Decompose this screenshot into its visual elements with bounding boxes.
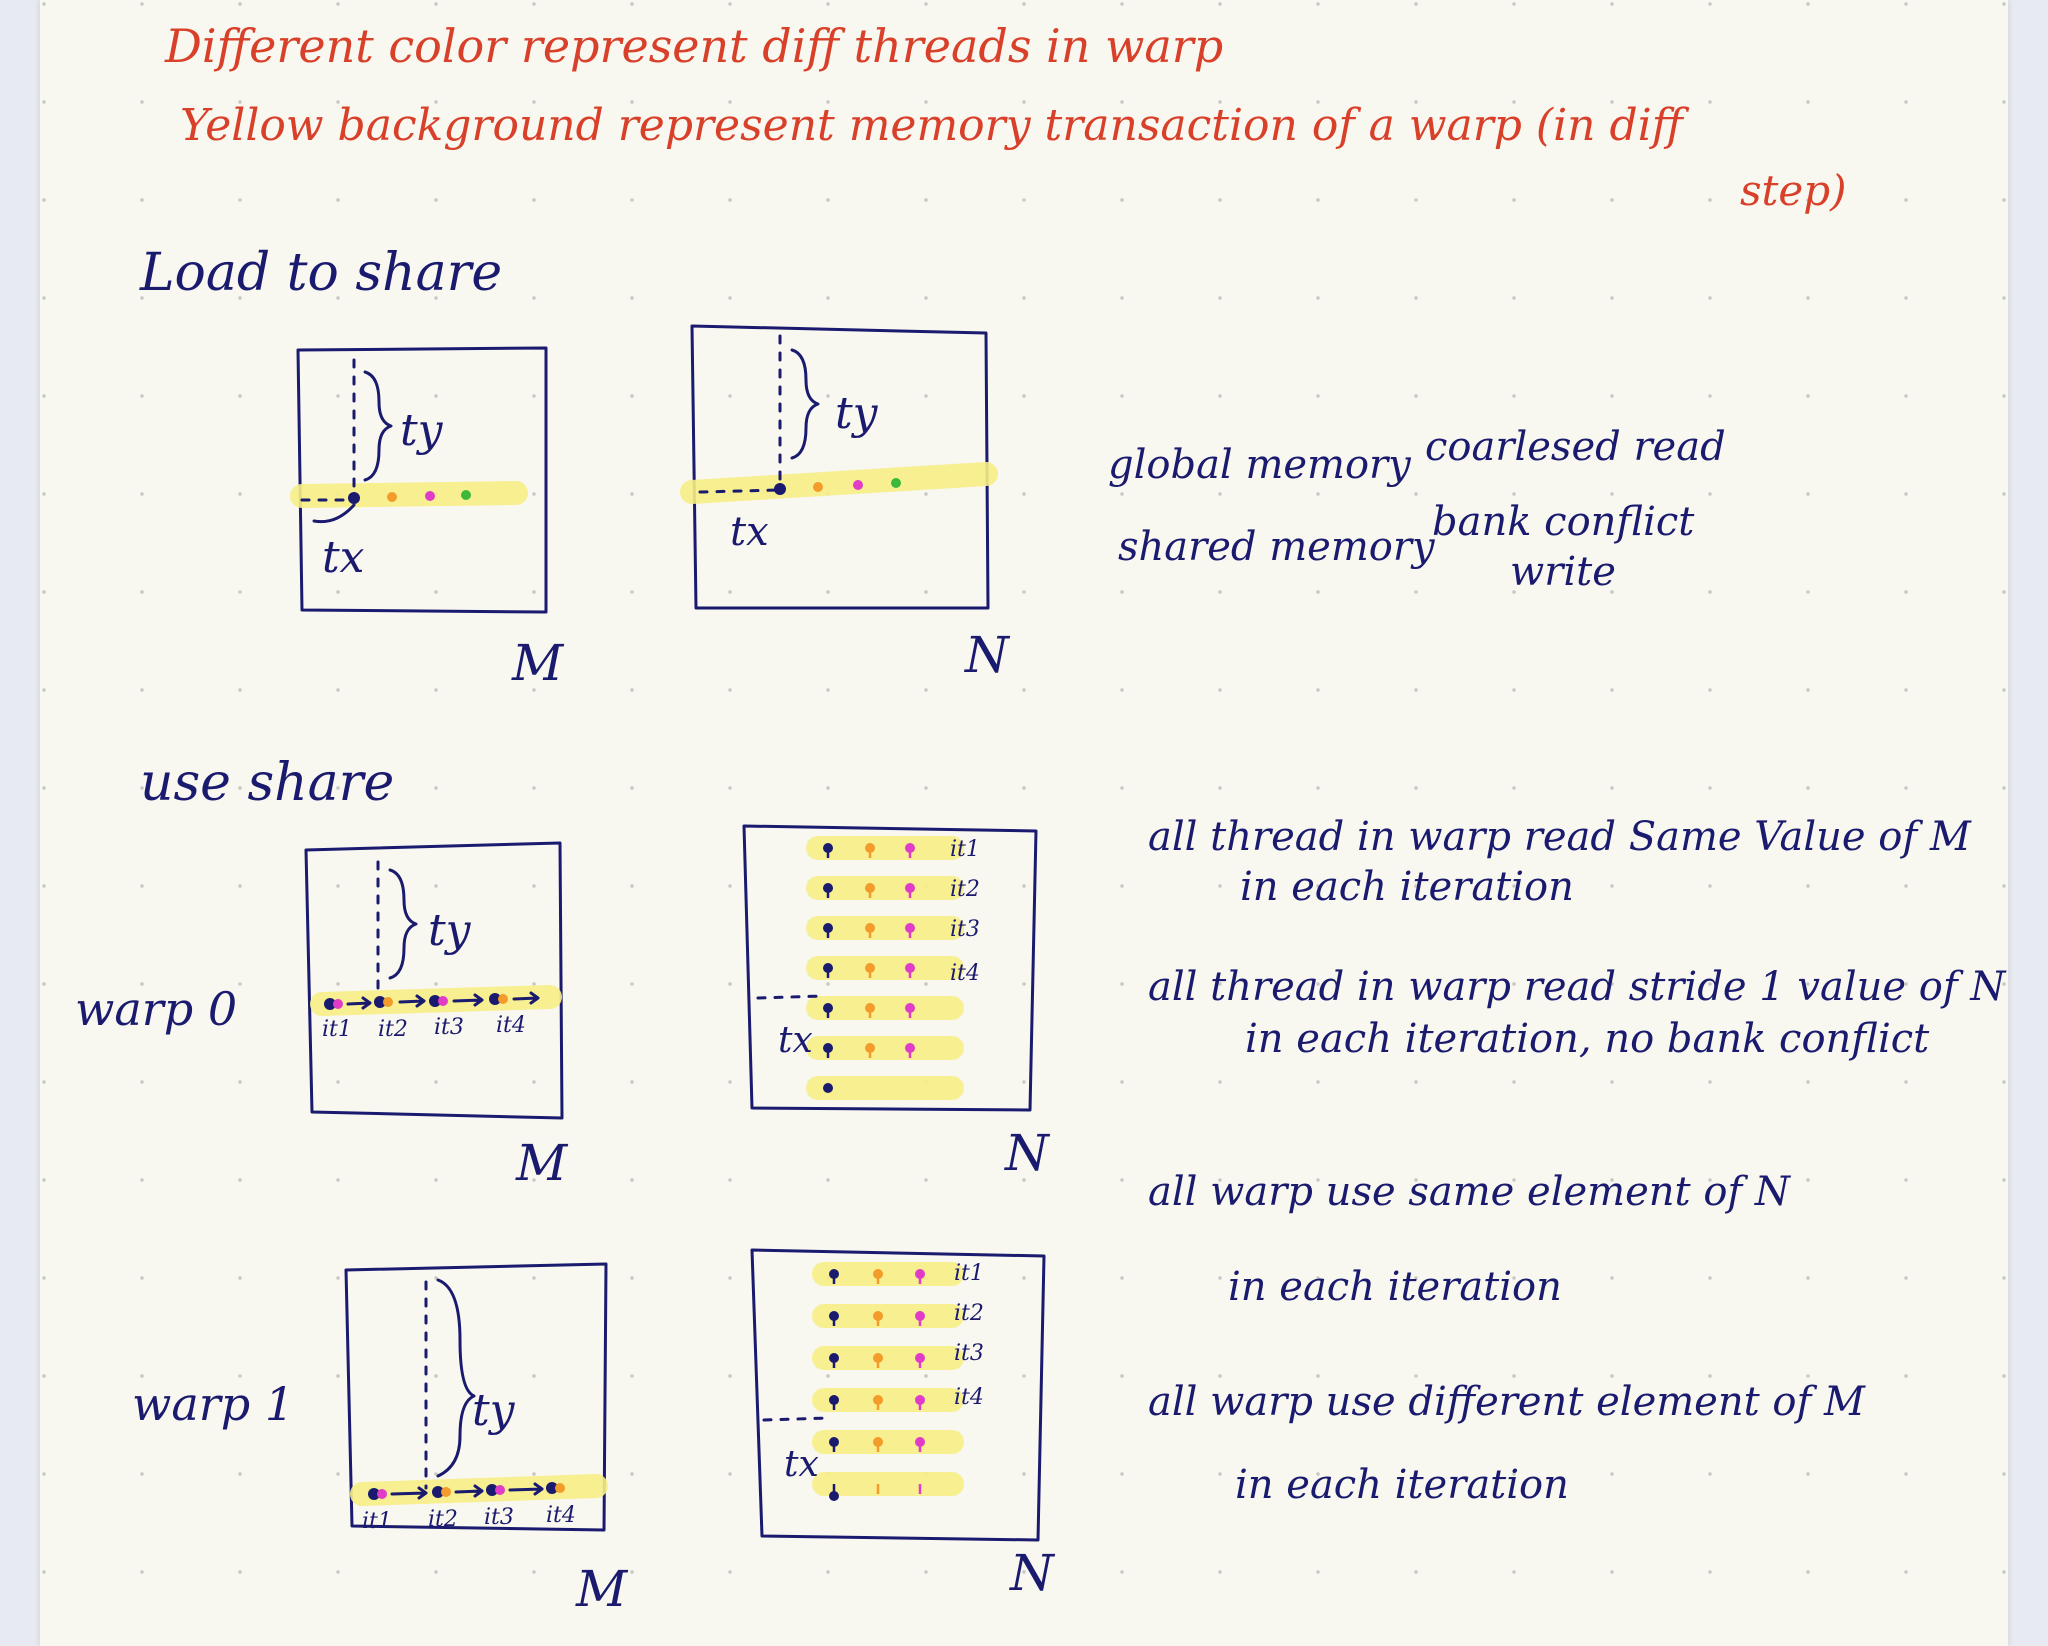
warp0-n-it4: it4 [950,961,980,986]
warp0-m-it2: it2 [378,1017,408,1042]
warp1-n-it4: it4 [954,1385,984,1410]
warp0-n-highlights [806,836,964,1100]
load-m-matrix: ty tx [290,346,548,614]
warp1-m-it2: it2 [428,1507,458,1532]
warp0-n-tx-label: tx [778,1020,813,1061]
warp0-m-it4: it4 [496,1013,526,1038]
note-4-line-1: all warp use different element of M [1148,1379,1866,1425]
legend-line-1: Different color represent diff threads i… [164,19,1223,73]
note-3-line-1: all warp use same element of N [1148,1169,1792,1215]
load-section-title: Load to share [139,243,502,303]
note-shared-memory-value: bank conflict [1432,499,1695,545]
warp1-n-it3: it3 [954,1341,984,1366]
load-n-matrix: ty tx [680,324,998,610]
warp1-m-it4: it4 [546,1503,576,1528]
warp1-n-label: N [1009,1544,1056,1602]
note-global-memory: global memory [1108,442,1412,488]
warp0-n-columns [823,843,915,1093]
warp0-n-it2: it2 [950,877,980,902]
note-2-line-1: all thread in warp read stride 1 value o… [1148,964,2007,1010]
warp1-m-it3: it3 [484,1505,514,1530]
warp1-m-label: M [575,1560,629,1618]
sketch-canvas: Different color represent diff threads i… [75,19,2007,1618]
note-1-line-2: in each iteration [1240,864,1574,910]
warp1-n-matrix: tx it1 it2 it3 it4 [750,1248,1046,1542]
load-m-tx-label: tx [322,532,365,583]
load-n-label: N [964,626,1011,684]
warp0-n-it1: it1 [950,837,980,862]
thread-dot-magenta [425,491,435,501]
load-m-ty-label: ty [400,405,444,456]
warp0-m-matrix: ty it1 it2 it3 it4 [304,841,564,1120]
note-global-memory-value: coarlesed read [1425,424,1726,470]
warp0-m-label: M [515,1134,569,1192]
warp1-n-columns [829,1269,925,1501]
warp0-m-it1: it1 [322,1017,352,1042]
thread-dot-navy [348,492,360,504]
tx-arrow [312,503,356,524]
notebook-page: Different color represent diff threads i… [40,0,2008,1646]
thread-dot-orange [387,492,397,502]
warp1-n-highlights [812,1262,964,1496]
warp1-m-it1: it1 [362,1509,392,1534]
note-4-line-2: in each iteration [1235,1462,1569,1508]
warp1-m-matrix: ty it1 it2 it3 it4 [344,1262,608,1534]
warp0-m-it3: it3 [434,1015,464,1040]
warp1-n-it1: it1 [954,1261,984,1286]
load-notes: global memory coarlesed read shared memo… [1108,424,1726,595]
note-1-line-1: all thread in warp read Same Value of M [1148,814,1972,860]
thread-dot-green [461,490,471,500]
legend-line-3: step) [1740,166,1847,215]
note-3-line-2: in each iteration [1228,1264,1562,1310]
warp0-n-it3: it3 [950,917,980,942]
ty-brace [363,370,393,482]
load-n-ty-label: ty [835,388,879,439]
warp0-n-matrix: tx it1 it2 it3 it4 [742,824,1038,1112]
warp0-label: warp 0 [75,982,237,1036]
load-n-tx-label: tx [730,509,769,555]
warp1-ty-label: ty [472,1385,516,1436]
load-m-label: M [511,634,565,692]
note-shared-memory: shared memory [1118,524,1436,570]
note-shared-memory-value-2: write [1510,549,1616,595]
warp0-m-thread-dots [324,993,508,1010]
use-notes: all thread in warp read Same Value of M … [1148,814,2007,1508]
warp1-label: warp 1 [132,1377,294,1431]
warp1-n-it2: it2 [954,1301,984,1326]
warp1-n-tx-label: tx [784,1444,819,1485]
legend-line-2: Yellow background represent memory trans… [180,100,1690,151]
warp0-ty-label: ty [428,905,472,956]
use-section-title: use share [140,753,394,813]
warp1-m-thread-dots [368,1482,565,1500]
warp0-n-label: N [1004,1124,1051,1182]
note-2-line-2: in each iteration, no bank conflict [1245,1016,1930,1062]
